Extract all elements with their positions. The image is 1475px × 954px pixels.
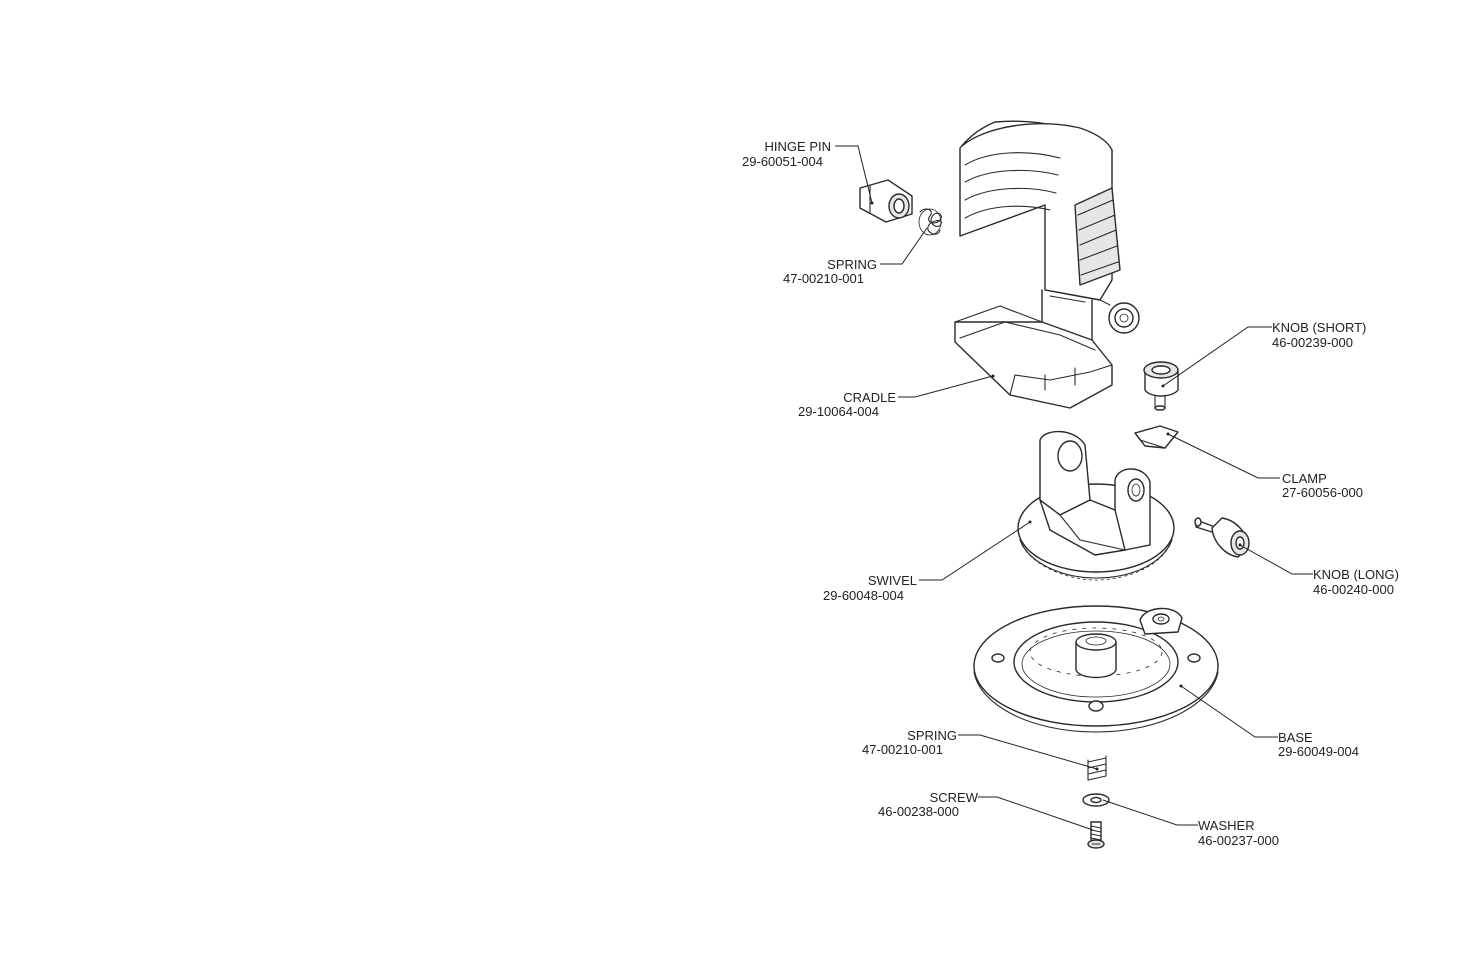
leader-swivel: [919, 521, 1031, 581]
label-part-number: 27-60056-000: [1282, 485, 1363, 500]
label-name: HINGE PIN: [765, 139, 831, 154]
cradle-drawing: [954, 120, 1140, 409]
label-name: KNOB (LONG): [1313, 567, 1399, 582]
leader-knob-long: [1239, 544, 1313, 575]
label-cradle: CRADLE 29-10064-004: [798, 390, 896, 419]
label-name: CRADLE: [843, 390, 896, 405]
label-part-number: 47-00210-001: [783, 271, 864, 286]
spring-top-drawing: [918, 208, 942, 236]
label-name: SWIVEL: [868, 573, 917, 588]
label-name: CLAMP: [1282, 471, 1327, 486]
spring-bottom-drawing: [1087, 755, 1107, 781]
washer-drawing: [1082, 793, 1110, 807]
leader-screw: [978, 796, 1094, 831]
label-name: SCREW: [930, 790, 979, 805]
knob-long-drawing: [1194, 517, 1250, 558]
label-part-number: 46-00240-000: [1313, 582, 1394, 597]
leader-base: [1180, 685, 1278, 738]
label-clamp: CLAMP 27-60056-000: [1282, 471, 1363, 500]
base-drawing: [973, 605, 1219, 733]
label-part-number: 46-00239-000: [1272, 335, 1353, 350]
label-spring-top: SPRING 47-00210-001: [783, 257, 877, 286]
label-part-number: 46-00237-000: [1198, 833, 1279, 848]
leader-knob-short: [1162, 326, 1272, 387]
leader-cradle: [898, 375, 994, 398]
knob-short-drawing: [1143, 361, 1179, 411]
label-knob-short: KNOB (SHORT) 46-00239-000: [1272, 320, 1366, 350]
label-part-number: 29-60049-004: [1278, 744, 1359, 759]
screw-drawing: [1087, 821, 1105, 849]
leader-hinge-pin: [835, 145, 873, 204]
label-knob-long: KNOB (LONG) 46-00240-000: [1313, 567, 1399, 597]
label-washer: WASHER 46-00237-000: [1198, 818, 1279, 848]
swivel-drawing: [1017, 430, 1175, 581]
label-base: BASE 29-60049-004: [1278, 730, 1359, 759]
label-name: SPRING: [907, 728, 957, 743]
part-labels: HINGE PIN 29-60051-004 SPRING 47-00210-0…: [742, 139, 1399, 848]
label-part-number: 46-00238-000: [878, 804, 959, 819]
leader-spring-bottom: [958, 734, 1098, 770]
label-screw: SCREW 46-00238-000: [878, 790, 979, 819]
label-name: WASHER: [1198, 818, 1255, 833]
label-hinge-pin: HINGE PIN 29-60051-004: [742, 139, 831, 169]
label-name: BASE: [1278, 730, 1313, 745]
label-swivel: SWIVEL 29-60048-004: [823, 573, 917, 603]
label-spring-bottom: SPRING 47-00210-001: [862, 728, 957, 757]
leader-washer: [1102, 799, 1198, 826]
hinge-pin-drawing: [859, 179, 913, 223]
label-part-number: 29-60051-004: [742, 154, 823, 169]
label-part-number: 29-60048-004: [823, 588, 904, 603]
clamp-drawing: [1134, 425, 1179, 449]
leader-spring-top: [880, 227, 928, 265]
label-name: KNOB (SHORT): [1272, 320, 1366, 335]
label-part-number: 47-00210-001: [862, 742, 943, 757]
leader-clamp: [1167, 433, 1280, 479]
label-part-number: 29-10064-004: [798, 404, 879, 419]
label-name: SPRING: [827, 257, 877, 272]
leader-lines: [835, 145, 1313, 831]
